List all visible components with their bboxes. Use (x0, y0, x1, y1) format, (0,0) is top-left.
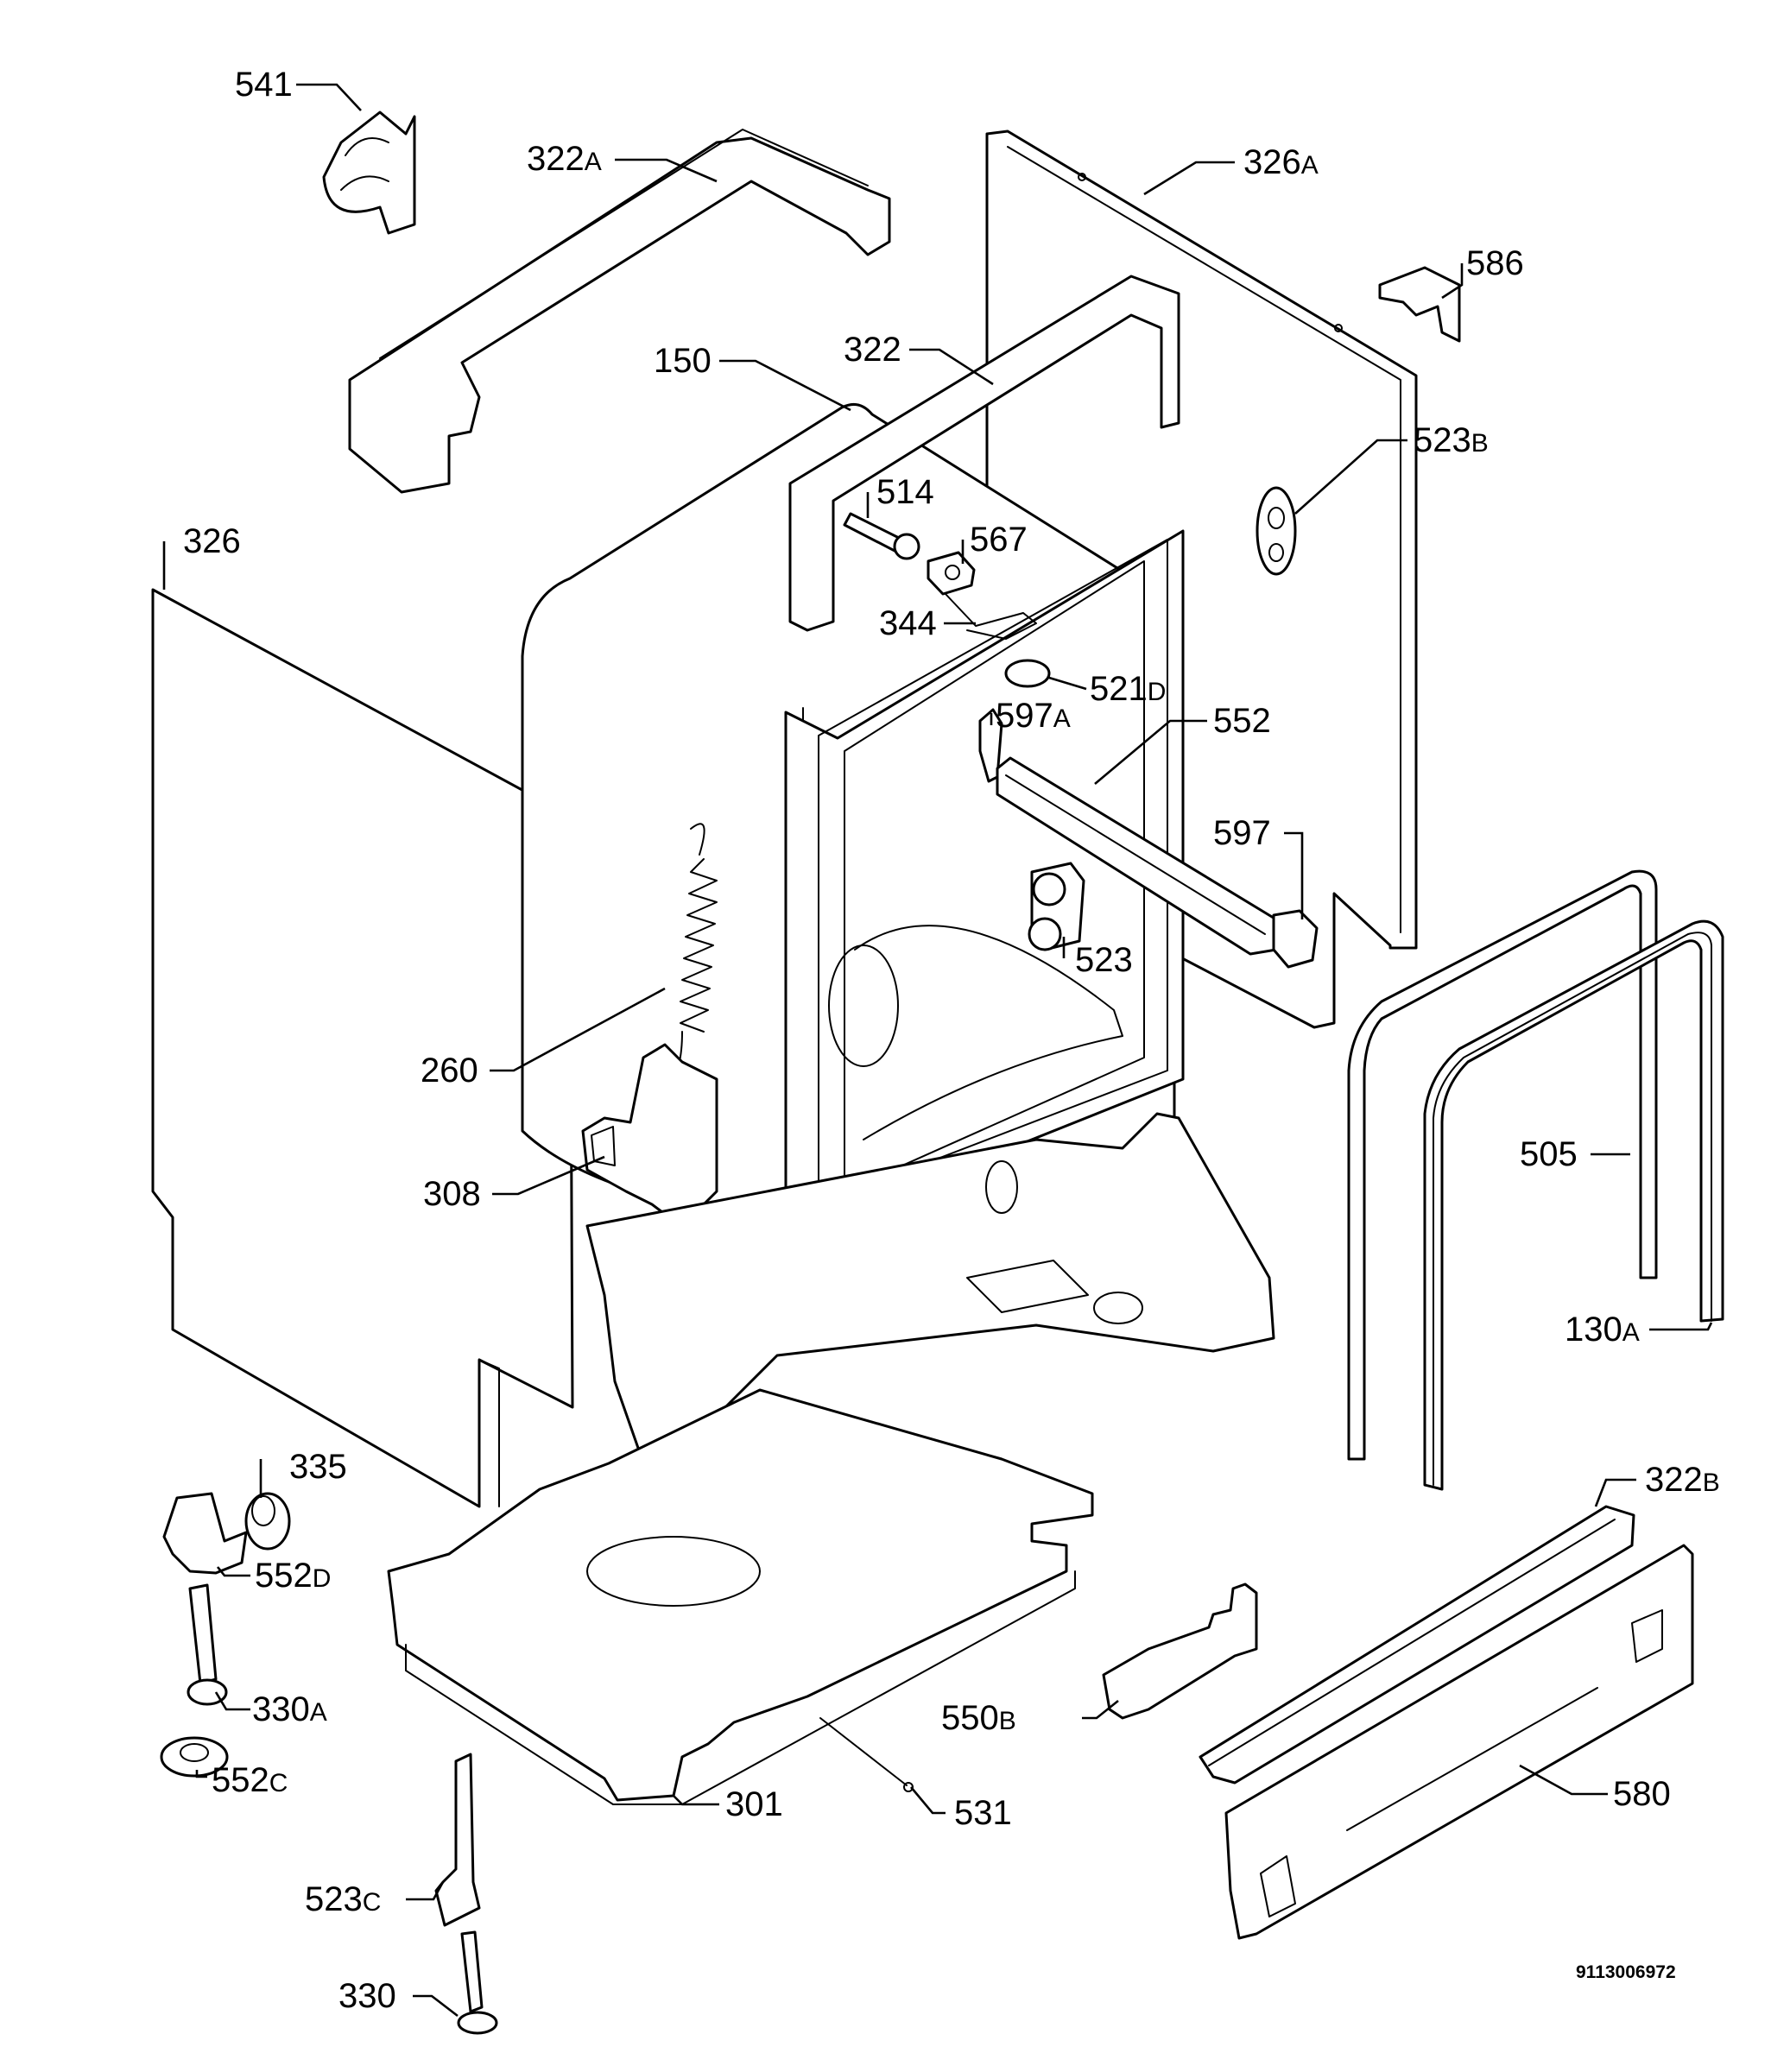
callout-150: 150 (654, 342, 712, 380)
part-552c-cap (160, 1736, 229, 1778)
part-521d-plug (1004, 659, 1051, 688)
part-550b-bracket (1102, 1582, 1258, 1720)
callout-567: 567 (970, 521, 1028, 559)
part-322a-top-frame (348, 129, 891, 494)
callout-523c: 523C (305, 1880, 382, 1918)
part-130a-seal (1423, 919, 1724, 1491)
callout-541: 541 (235, 66, 293, 104)
part-541-clip (322, 111, 416, 235)
part-523c-hinge-bracket (434, 1753, 481, 1927)
leader-lines (162, 83, 1713, 2018)
callout-523b: 523B (1414, 421, 1489, 459)
callout-326: 326 (183, 522, 241, 560)
callout-130a: 130A (1565, 1311, 1640, 1349)
part-580-kickplate (1224, 1544, 1694, 1940)
part-301-base-tray (387, 1388, 1094, 1805)
callout-330: 330 (338, 1977, 396, 2015)
callout-322: 322 (844, 331, 901, 369)
part-586-bracket (1378, 266, 1461, 343)
part-322b-rail (1199, 1505, 1635, 1785)
callout-330a: 330A (252, 1690, 327, 1728)
part-335-gear (244, 1492, 291, 1551)
callout-521d: 521D (1090, 670, 1167, 708)
part-523-grommet-pair (1028, 862, 1085, 951)
part-322-top-bracket (788, 275, 1180, 632)
callout-552c: 552C (212, 1761, 288, 1799)
part-base-plinth (585, 1112, 1275, 1461)
part-326-side-panel (151, 588, 574, 1508)
callout-322b: 322B (1645, 1461, 1720, 1499)
callout-514: 514 (876, 473, 934, 511)
callout-586: 586 (1466, 244, 1524, 282)
part-505-door-seal (1347, 869, 1658, 1461)
callout-322a: 322A (527, 140, 602, 178)
part-523b-grommet (1256, 486, 1297, 576)
document-number: 9113006972 (1576, 1962, 1676, 1982)
callout-550b: 550B (941, 1699, 1016, 1737)
part-308-hinge (581, 1043, 718, 1219)
callout-580: 580 (1613, 1775, 1671, 1813)
callout-505: 505 (1520, 1135, 1578, 1173)
callout-531: 531 (954, 1794, 1012, 1832)
part-597-clip (1272, 909, 1319, 969)
callout-523: 523 (1075, 941, 1133, 979)
callout-552d: 552D (255, 1557, 332, 1595)
callout-326a: 326A (1243, 143, 1319, 181)
callout-260: 260 (421, 1052, 478, 1090)
callout-552: 552 (1213, 702, 1271, 740)
callout-308: 308 (423, 1175, 481, 1213)
callout-301: 301 (725, 1785, 783, 1823)
callout-335: 335 (289, 1448, 347, 1486)
part-514-pin (843, 512, 920, 560)
callout-344: 344 (879, 604, 937, 642)
part-330a-screw (187, 1583, 228, 1706)
callout-597: 597 (1213, 814, 1271, 852)
callout-597a: 597A (996, 697, 1071, 735)
part-344-wire-spring (945, 593, 1037, 640)
part-531-rod (819, 1717, 914, 1792)
part-552d-foot (162, 1492, 248, 1575)
part-330-screw (457, 1930, 498, 2035)
